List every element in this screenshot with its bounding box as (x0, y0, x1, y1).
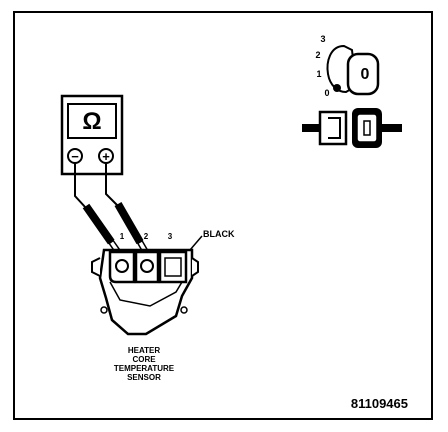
caption-line-3: TEMPERATURE (114, 364, 175, 373)
terminal-pin-2 (140, 259, 154, 273)
test-leads (74, 163, 149, 254)
sensor-hole-left (100, 306, 108, 314)
key-position-1: 1 (316, 69, 321, 79)
caption-line-2: CORE (132, 355, 156, 364)
connector-female-slot (363, 120, 371, 136)
sensor-inner-contour (109, 281, 183, 307)
sensor-caption: HEATER CORE TEMPERATURE SENSOR (114, 346, 175, 382)
sensor-left-ear (91, 257, 101, 277)
positive-probe (114, 202, 149, 254)
connector-male-half (318, 110, 348, 146)
connector-color-label: BLACK (203, 229, 235, 239)
connector-right-wire (382, 124, 402, 132)
key-position-3: 3 (320, 34, 325, 44)
key-position-0: 0 (324, 88, 329, 98)
connector-male-latch (328, 117, 341, 139)
positive-terminal-sign: + (102, 149, 110, 164)
ohm-symbol: Ω (82, 108, 101, 135)
connector-left-wire (302, 124, 320, 132)
terminal-pin-1 (115, 259, 129, 273)
key-position-2: 2 (315, 50, 320, 60)
caption-line-4: SENSOR (127, 373, 161, 382)
positive-lead-wire (105, 163, 119, 207)
ignition-switch: 0 3 2 1 0 (315, 34, 380, 98)
key-mark: 0 (361, 66, 370, 83)
black-leader-line (189, 235, 203, 251)
negative-probe (82, 203, 121, 253)
diagram-border (13, 11, 433, 420)
heater-core-temperature-sensor: 1 2 3 BLACK (91, 229, 235, 336)
negative-terminal-sign: − (71, 149, 79, 164)
terminal-pin-3 (164, 257, 182, 277)
terminal-number-1: 1 (120, 232, 125, 241)
negative-lead-wire (74, 163, 87, 209)
figure-code: 81109465 (351, 396, 408, 411)
caption-line-1: HEATER (128, 346, 161, 355)
ohmmeter-display (67, 103, 117, 139)
ohmmeter: Ω − + (60, 94, 124, 176)
disconnected-connector (302, 108, 402, 148)
ignition-key-head (346, 52, 380, 96)
ignition-indicator-dot (333, 84, 341, 92)
terminal-number-3: 3 (168, 232, 173, 241)
sensor-hole-right (180, 306, 188, 314)
terminal-number-2: 2 (144, 232, 149, 241)
sensor-right-ear (191, 257, 199, 277)
